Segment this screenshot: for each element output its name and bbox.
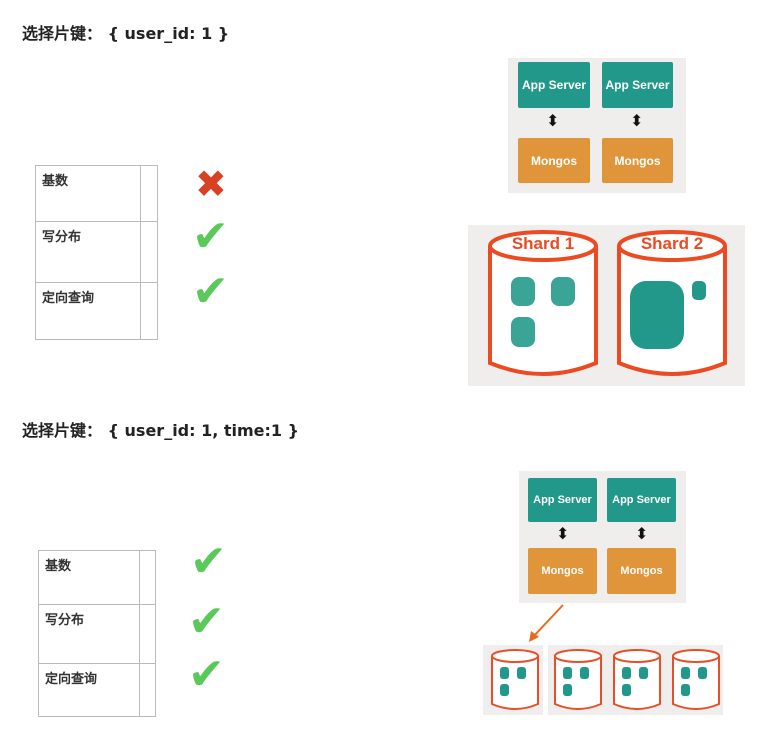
- app-server-box: App Server: [518, 62, 590, 108]
- bidirectional-arrow-icon: ⬍: [546, 111, 560, 130]
- table-row: 定向查询: [38, 663, 156, 717]
- criteria-label: 写分布: [35, 221, 141, 283]
- app-server-box: App Server: [607, 478, 676, 522]
- mongos-box: Mongos: [518, 138, 590, 183]
- cross-icon: ✖: [195, 162, 227, 206]
- app-server-box: App Server: [602, 62, 673, 108]
- section2-heading: 选择片键： { user_id: 1, time:1 }: [22, 421, 300, 440]
- section1-heading: 选择片键： { user_id: 1 }: [22, 24, 230, 43]
- shards-panel: Shard 1 Shard 2: [468, 225, 745, 386]
- section1-criteria-table: 基数 写分布 定向查询: [35, 165, 158, 340]
- table-row: 基数: [35, 165, 158, 222]
- section2-criteria-table: 基数 写分布 定向查询: [38, 550, 156, 717]
- bidirectional-arrow-icon: ⬍: [556, 524, 570, 543]
- bidirectional-arrow-icon: ⬍: [635, 524, 649, 543]
- check-icon: ✔: [192, 211, 229, 262]
- routing-arrow-icon: [529, 604, 564, 642]
- shard-cylinder: [554, 649, 602, 710]
- shard-cylinder: [617, 230, 727, 376]
- shard-label: Shard 1: [511, 234, 575, 253]
- shard-cylinder: [613, 649, 661, 710]
- shard-cylinder: [672, 649, 720, 710]
- mongos-box: Mongos: [528, 548, 597, 594]
- mongos-box: Mongos: [602, 138, 673, 183]
- check-icon: ✔: [188, 596, 225, 647]
- table-row: 写分布: [38, 604, 156, 664]
- shard-cylinder: [491, 649, 539, 710]
- criteria-label: 定向查询: [38, 663, 140, 717]
- criteria-label: 写分布: [38, 604, 140, 664]
- criteria-label: 基数: [35, 165, 141, 222]
- criteria-label: 定向查询: [35, 282, 141, 340]
- check-icon: ✔: [188, 649, 225, 700]
- table-row: 基数: [38, 550, 156, 605]
- shard-cylinder: [488, 230, 598, 376]
- shard-label: Shard 2: [640, 234, 704, 253]
- check-icon: ✔: [190, 536, 227, 587]
- criteria-label: 基数: [38, 550, 140, 605]
- mongos-box: Mongos: [607, 548, 676, 594]
- table-row: 写分布: [35, 221, 158, 283]
- check-icon: ✔: [192, 266, 229, 317]
- app-server-box: App Server: [528, 478, 597, 522]
- bidirectional-arrow-icon: ⬍: [630, 111, 644, 130]
- shards-row: [483, 604, 723, 715]
- table-row: 定向查询: [35, 282, 158, 340]
